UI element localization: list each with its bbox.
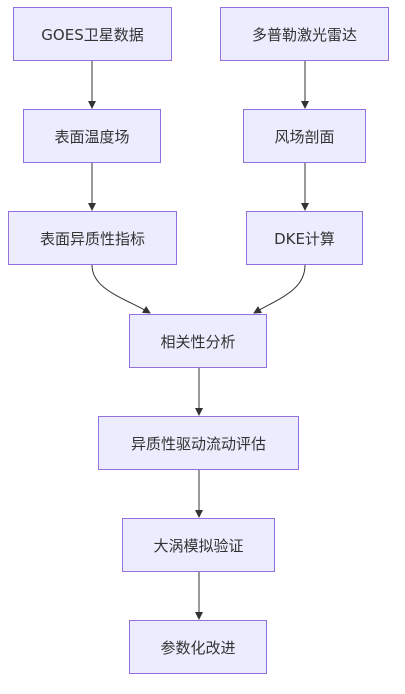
node-param-label: 参数化改进 [160, 638, 236, 657]
node-wind-profile: 风场剖面 [243, 109, 366, 163]
node-parameterization-improvement: 参数化改进 [129, 620, 267, 674]
node-sst-label: 表面温度场 [54, 127, 130, 146]
node-surface-temperature-field: 表面温度场 [23, 109, 161, 163]
node-les-validation: 大涡模拟验证 [122, 518, 275, 572]
node-goes-satellite-data: GOES卫星数据 [13, 7, 172, 61]
node-wind-label: 风场剖面 [274, 127, 335, 146]
edge-heterogeneity-to-correlation [91, 264, 151, 314]
node-les-label: 大涡模拟验证 [153, 536, 244, 555]
node-evaluation-label: 异质性驱动流动评估 [130, 434, 266, 453]
node-dke-calculation: DKE计算 [246, 211, 363, 265]
node-heterogeneity-label: 表面异质性指标 [39, 229, 145, 248]
node-doppler-lidar: 多普勒激光雷达 [220, 7, 389, 61]
node-heterogeneity-driven-flow-evaluation: 异质性驱动流动评估 [98, 416, 299, 470]
node-dke-label: DKE计算 [274, 229, 335, 248]
node-lidar-label: 多普勒激光雷达 [251, 25, 357, 44]
node-goes-label: GOES卫星数据 [41, 25, 144, 44]
node-correlation-analysis: 相关性分析 [129, 314, 267, 368]
node-surface-heterogeneity-index: 表面异质性指标 [8, 211, 177, 265]
node-correlation-label: 相关性分析 [160, 332, 236, 351]
edge-dke-to-correlation [253, 264, 306, 314]
